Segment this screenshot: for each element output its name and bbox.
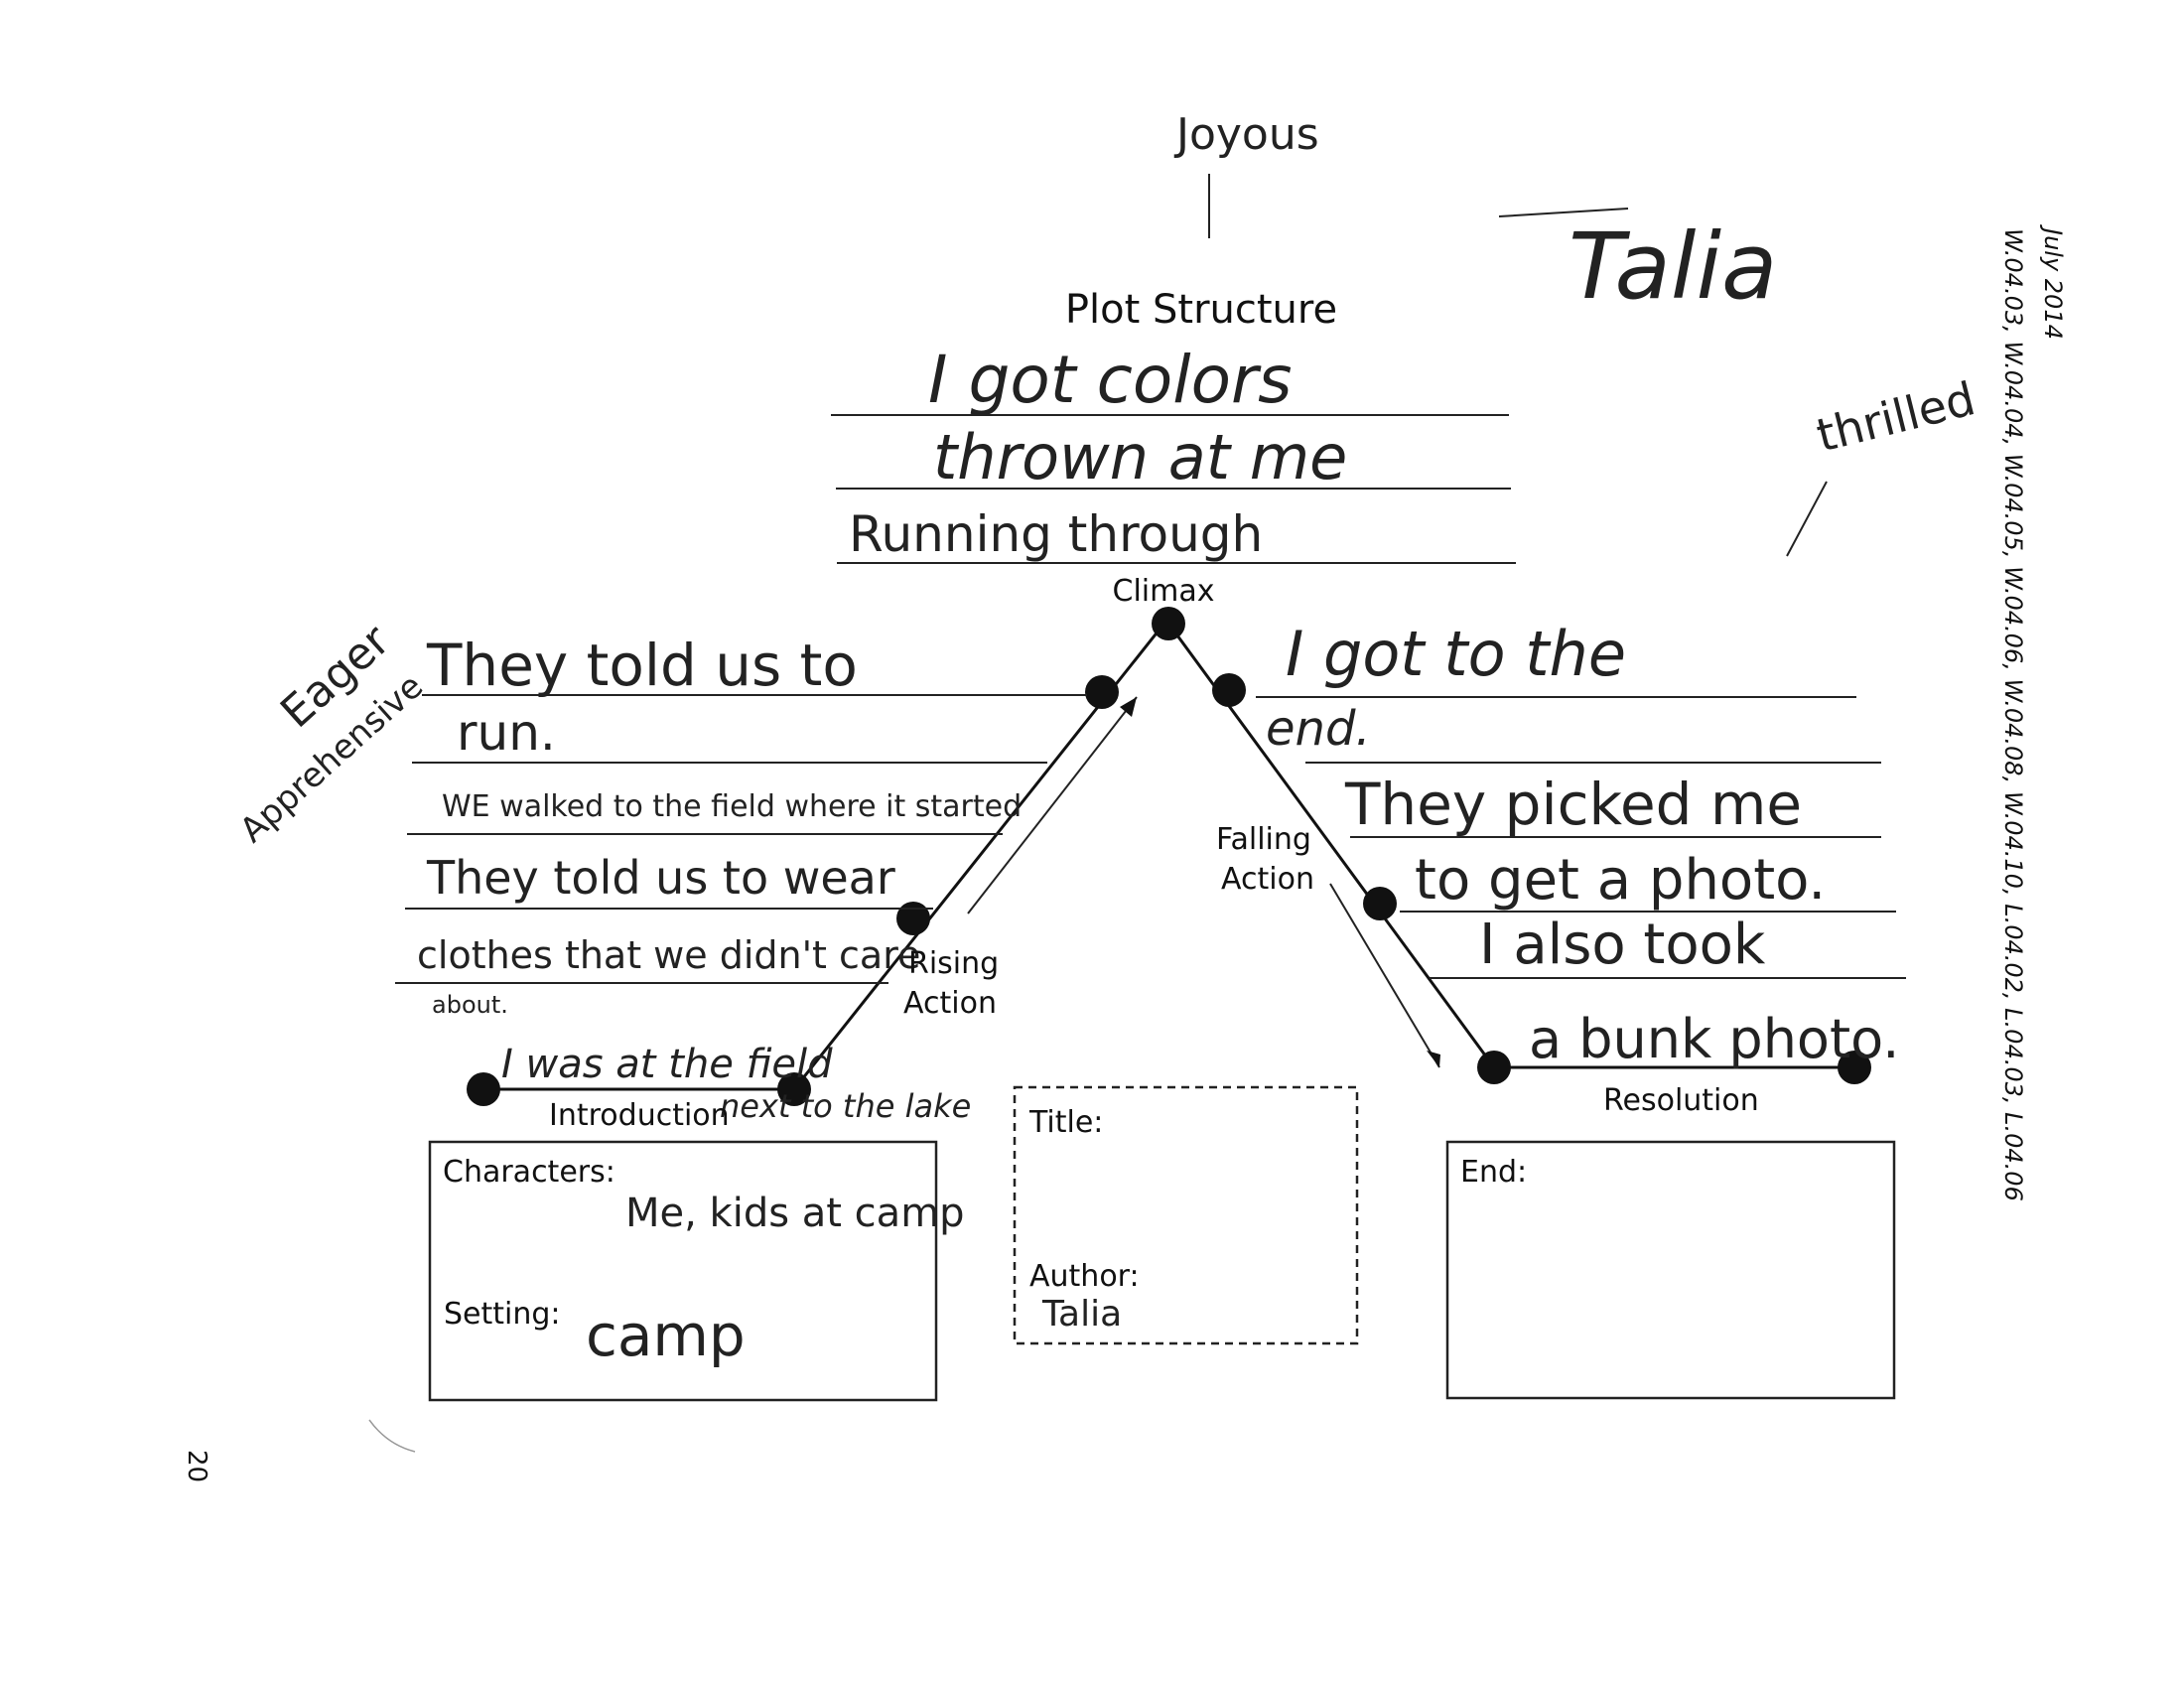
plot-dot-intro-start (467, 1072, 500, 1106)
standards-date: July 2014 (2039, 224, 2067, 340)
climax-text-1: I got colors (928, 342, 1292, 418)
falling-arrow (1329, 883, 1440, 1068)
label-end: End: (1460, 1155, 1527, 1190)
rising-text-2: run. (457, 704, 556, 762)
label-falling-2: Action (1221, 862, 1314, 897)
label-title: Title: (1028, 1105, 1103, 1140)
falling-text-5: I also took (1479, 913, 1766, 977)
characters-value: Me, kids at camp (625, 1191, 965, 1236)
setting-value: camp (586, 1302, 746, 1369)
falling-text-4: to get a photo. (1415, 848, 1826, 913)
falling-text-6: a bunk photo. (1529, 1008, 1899, 1070)
climax-text-2: thrown at me (933, 421, 1347, 493)
label-introduction: Introduction (549, 1098, 730, 1133)
intro-text-2: next to the lake (720, 1087, 971, 1125)
label-falling-1: Falling (1216, 822, 1311, 857)
plot-dot-climax (1152, 607, 1185, 640)
standards-block: July 2014 W.04.03, W.04.04, W.04.05, W.0… (1999, 224, 2067, 1201)
plot-dot-falling-2 (1363, 887, 1397, 920)
name-stroke (1498, 208, 1629, 217)
plot-dot-resolution-end (1838, 1051, 1871, 1084)
rising-text-3: WE walked to the field where it started (442, 789, 1022, 824)
title-author-box (1013, 1085, 1359, 1345)
scan-mark (368, 1419, 416, 1453)
rising-text-5: clothes that we didn't care (417, 933, 920, 977)
rising-text-4: They told us to wear (426, 851, 895, 905)
plot-dot-rising-2 (1085, 675, 1119, 709)
emotion-thrilled: thrilled (1812, 371, 1980, 463)
falling-text-1: I got to the (1286, 618, 1626, 690)
label-setting: Setting: (444, 1297, 561, 1332)
rising-text-1: They told us to (426, 632, 858, 699)
author-value: Talia (1041, 1294, 1122, 1335)
emotion-thrilled-stroke (1786, 481, 1828, 557)
rising-arrow (967, 696, 1138, 914)
label-rising-1: Rising (908, 946, 999, 981)
emotion-joyous: Joyous (1173, 109, 1319, 160)
rising-text-6: about. (432, 991, 508, 1019)
intro-text-1: I was at the field (501, 1042, 833, 1087)
page-number: 20 (182, 1450, 211, 1482)
plot-dot-resolution-start (1477, 1051, 1511, 1084)
worksheet-title: Plot Structure (1065, 287, 1337, 333)
label-climax: Climax (1113, 574, 1215, 609)
characters-setting-box (428, 1140, 938, 1402)
label-rising-2: Action (903, 986, 997, 1021)
plot-dot-rising-1 (896, 902, 930, 935)
plot-dot-intro-end (777, 1072, 811, 1106)
falling-text-2: end. (1266, 701, 1371, 757)
svg-text:20: 20 (182, 1450, 211, 1482)
student-name: Talia (1569, 213, 1777, 320)
end-box (1445, 1140, 1896, 1400)
falling-text-3: They picked me (1344, 771, 1802, 838)
standards-list: W.04.03, W.04.04, W.04.05, W.04.06, W.04… (1999, 228, 2027, 1201)
climax-text-3: Running through (849, 505, 1263, 563)
plot-dot-falling-1 (1212, 673, 1246, 707)
falling-arrowhead (1427, 1051, 1440, 1067)
rising-arrowhead (1120, 697, 1137, 717)
label-characters: Characters: (443, 1155, 615, 1190)
label-resolution: Resolution (1603, 1083, 1759, 1118)
label-author: Author: (1029, 1259, 1140, 1294)
